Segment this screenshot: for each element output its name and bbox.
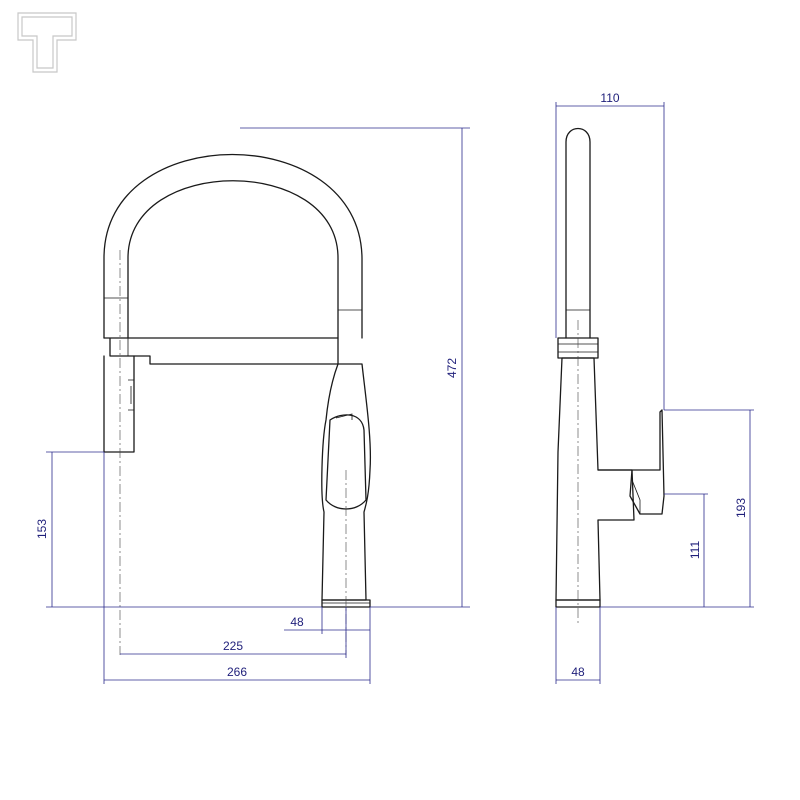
side-spout: [565, 127, 591, 339]
dim-base-front: 48: [290, 615, 304, 629]
front-body: [321, 363, 372, 601]
dim-hose-height: 153: [35, 519, 49, 539]
front-lever: [325, 414, 367, 510]
dim-total-width: 266: [227, 665, 247, 679]
side-lever: [597, 409, 665, 515]
dim-base-side: 48: [571, 665, 585, 679]
dim-side-lever-height: 111: [688, 541, 702, 560]
front-holder-arm: [103, 337, 339, 365]
dim-side-depth: 110: [600, 91, 619, 105]
dim-total-height: 472: [445, 358, 459, 378]
dim-side-handle-height: 193: [734, 498, 748, 518]
side-view: [555, 127, 665, 625]
front-hand-shower: [103, 355, 135, 453]
brand-logo-icon: [17, 12, 77, 73]
front-view: [103, 153, 372, 655]
dim-reach: 225: [223, 639, 243, 653]
front-dimensions: 472 153 48 225 266: [35, 127, 470, 684]
front-spout-outer: [103, 153, 363, 339]
front-spout-inner: [127, 180, 339, 339]
side-dimensions: 110 193 111 48: [555, 91, 754, 684]
side-body: [555, 357, 635, 601]
